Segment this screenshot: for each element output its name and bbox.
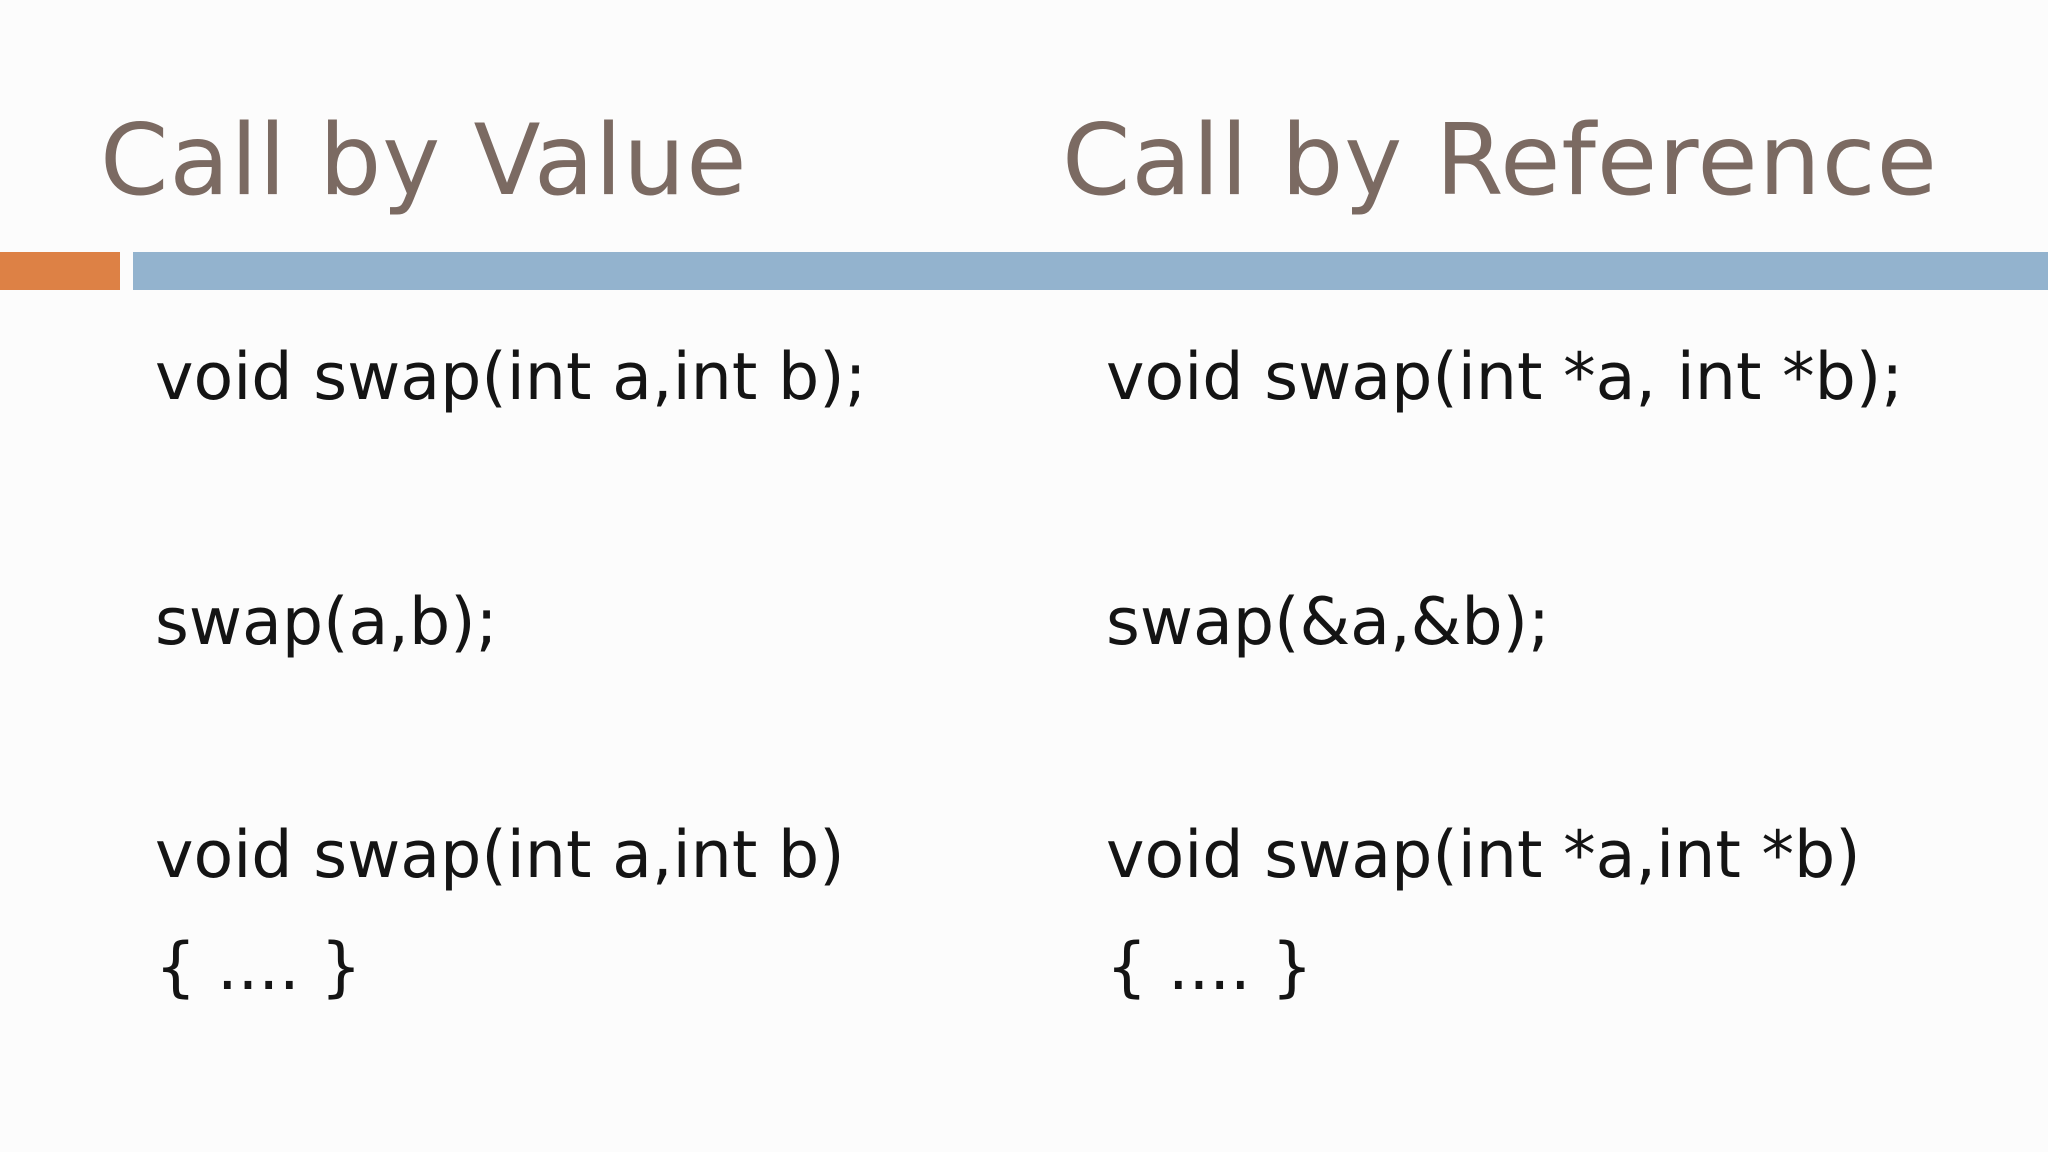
code-line-prototype: void swap(int *a, int *b); <box>1106 340 1904 415</box>
code-line-function-call: swap(&a,&b); <box>1106 585 1550 660</box>
code-line-body-braces: { .... } <box>1106 930 1313 1005</box>
heading-call-by-reference: Call by Reference <box>1062 104 1938 218</box>
code-line-definition-header: void swap(int *a,int *b) <box>1106 818 1861 893</box>
code-column-call-by-reference: void swap(int *a, int *b); swap(&a,&b); … <box>1106 328 1903 1018</box>
code-line-body-braces: { .... } <box>155 930 362 1005</box>
code-line-definition-header: void swap(int a,int b) <box>155 818 845 893</box>
accent-bar-orange <box>0 252 120 290</box>
code-line-prototype: void swap(int a,int b); <box>155 340 867 415</box>
code-column-call-by-value: void swap(int a,int b); swap(a,b); void … <box>155 328 867 1018</box>
code-line-function-call: swap(a,b); <box>155 585 498 660</box>
heading-call-by-value: Call by Value <box>100 104 748 218</box>
accent-bar-blue <box>133 252 2048 290</box>
